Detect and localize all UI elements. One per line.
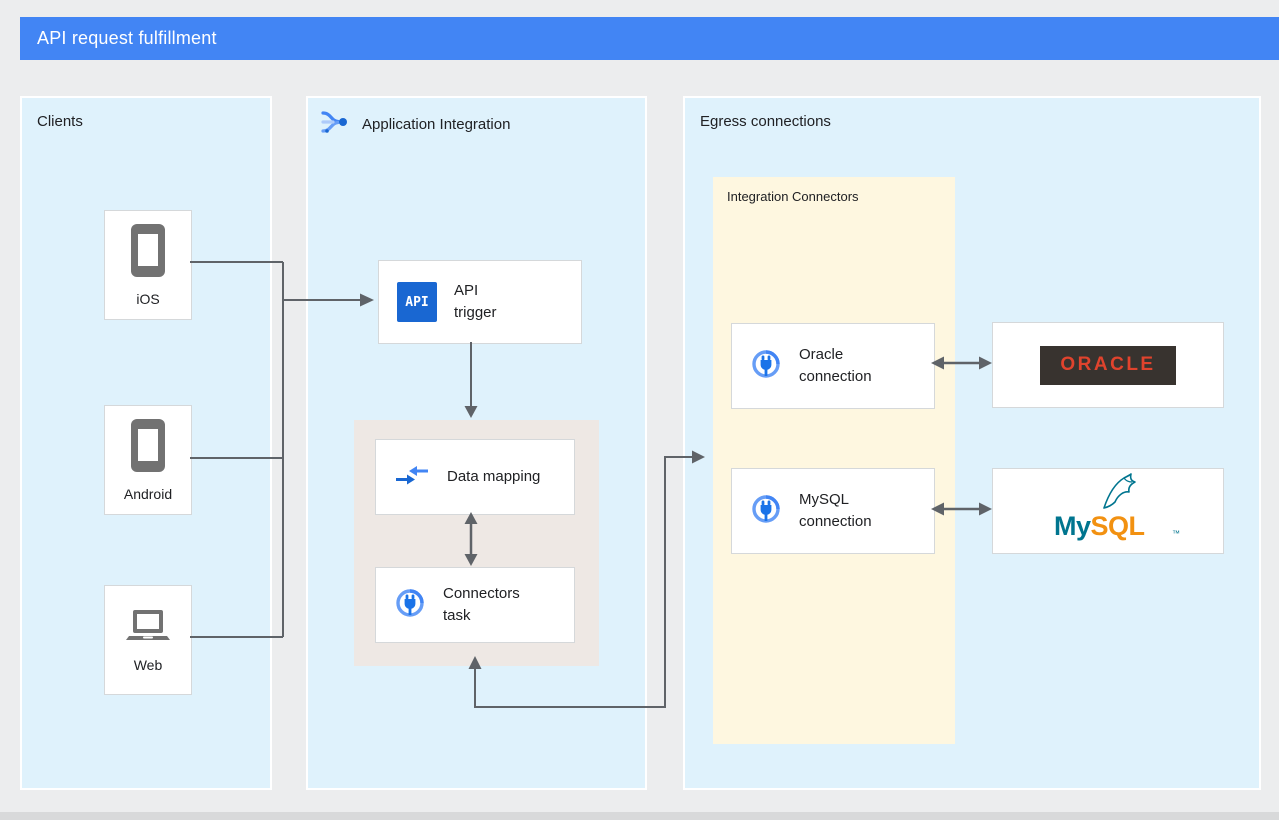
application-integration-label: Application Integration	[362, 116, 511, 133]
tasks-container: Data mapping Connectors task	[354, 420, 599, 666]
android-device-node: Android	[104, 405, 192, 515]
clients-panel-label: Clients	[37, 113, 83, 130]
web-device-node: Web	[104, 585, 192, 695]
oracle-logo-text: ORACLE	[1060, 354, 1156, 375]
mysql-logo: MySQL ™	[1048, 473, 1180, 544]
bottom-strip	[0, 812, 1279, 820]
mysql-database-node: MySQL ™	[992, 468, 1224, 554]
egress-connections-label: Egress connections	[700, 113, 831, 130]
mysql-dolphin-icon	[1100, 472, 1144, 517]
mysql-connection-label: MySQL connection	[799, 491, 872, 530]
application-integration-panel: Application Integration API API trigger …	[306, 96, 647, 790]
mysql-logo-sql: SQL	[1090, 511, 1146, 541]
oracle-database-node: ORACLE	[992, 322, 1224, 408]
oracle-connection-label: Oracle connection	[799, 346, 872, 385]
smartphone-icon	[129, 223, 167, 284]
mysql-logo-tm: ™	[1172, 529, 1180, 538]
connectors-icon	[750, 348, 782, 385]
api-trigger-label: API trigger	[454, 282, 497, 321]
mysql-logo-text: MySQL	[1054, 511, 1145, 542]
connectors-icon	[394, 587, 426, 624]
integration-connectors-panel: Integration Connectors Oracle connection	[713, 177, 955, 744]
data-mapping-node: Data mapping	[375, 439, 575, 515]
ios-label: iOS	[136, 291, 160, 307]
ios-device-node: iOS	[104, 210, 192, 320]
connectors-task-label: Connectors task	[443, 585, 520, 624]
web-label: Web	[133, 657, 163, 673]
diagram-title: API request fulfillment	[37, 28, 217, 48]
clients-panel: Clients iOS Android	[20, 96, 272, 790]
laptop-icon	[124, 607, 172, 650]
android-label: Android	[123, 486, 173, 502]
connectors-icon	[750, 493, 782, 530]
api-trigger-icon: API	[397, 282, 437, 322]
api-trigger-node: API API trigger	[378, 260, 582, 344]
oracle-connection-node: Oracle connection	[731, 323, 935, 409]
integration-connectors-label: Integration Connectors	[727, 189, 859, 204]
data-mapping-icon	[394, 463, 430, 492]
egress-connections-panel: Egress connections Integration Connector…	[683, 96, 1261, 790]
connectors-task-node: Connectors task	[375, 567, 575, 643]
application-integration-icon	[320, 106, 352, 143]
smartphone-icon	[129, 418, 167, 479]
oracle-logo: ORACLE	[1040, 345, 1176, 385]
diagram-title-bar: API request fulfillment	[20, 17, 1279, 60]
data-mapping-label: Data mapping	[447, 468, 541, 486]
mysql-logo-my: My	[1054, 511, 1091, 541]
application-integration-header: Application Integration	[320, 106, 510, 143]
mysql-connection-node: MySQL connection	[731, 468, 935, 554]
